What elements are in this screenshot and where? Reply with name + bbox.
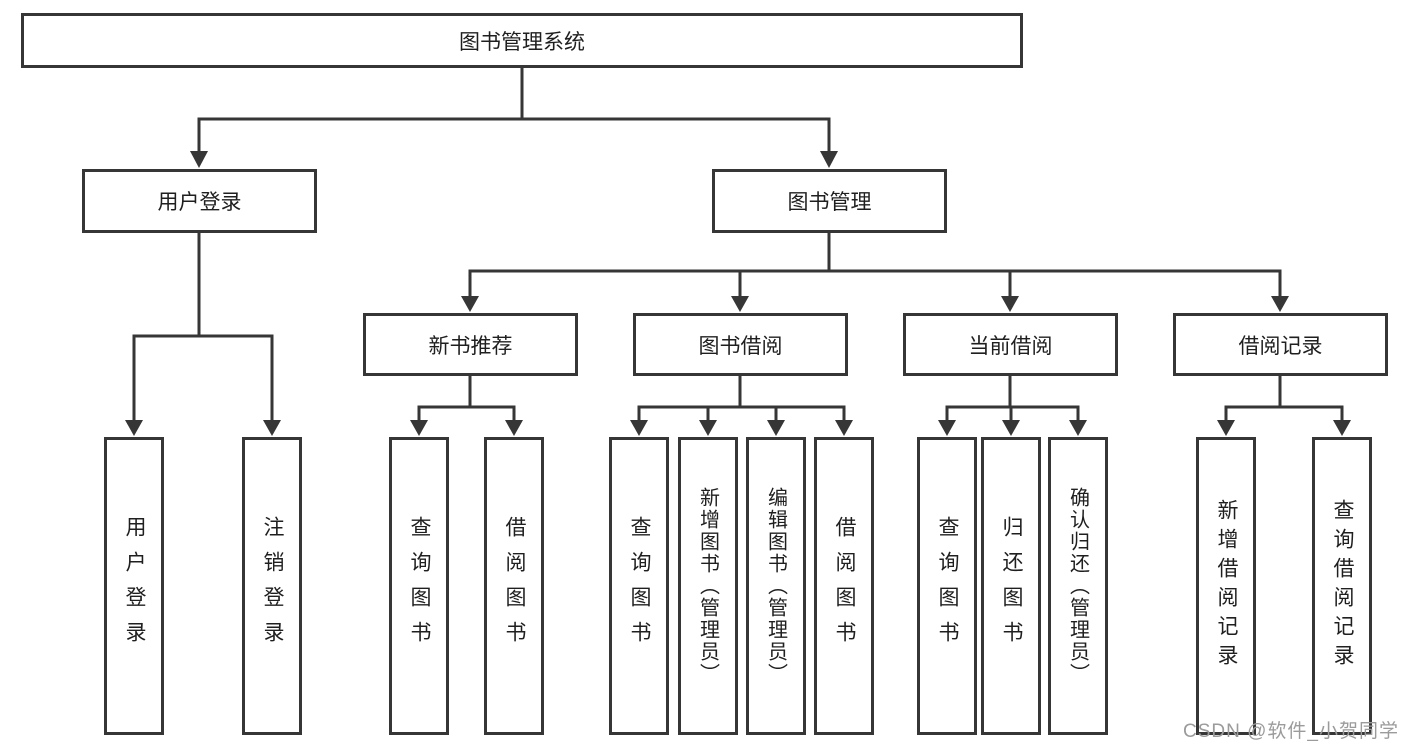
- leaf-label: 编辑图书（管理员）: [764, 487, 787, 685]
- leaf-return-book: 归还图书: [981, 437, 1041, 735]
- node-book-borrow: 图书借阅: [633, 313, 848, 376]
- leaf-label: 查询借阅记录: [1331, 499, 1354, 673]
- leaf-query-borrow-record: 查询借阅记录: [1312, 437, 1372, 735]
- leaf-label: 新增借阅记录: [1215, 499, 1238, 673]
- leaf-label: 用户登录: [123, 516, 146, 656]
- node-label: 当前借阅: [968, 334, 1053, 358]
- node-label: 图书管理系统: [459, 30, 585, 54]
- node-book-management: 图书管理: [712, 169, 947, 233]
- leaf-label: 借阅图书: [503, 516, 526, 656]
- node-current-borrow: 当前借阅: [903, 313, 1118, 376]
- leaf-user-login: 用户登录: [104, 437, 164, 735]
- node-label: 用户登录: [157, 191, 242, 214]
- leaf-label: 查询图书: [936, 516, 959, 656]
- leaf-label: 确认归还（管理员）: [1066, 487, 1089, 685]
- leaf-borrow-books: 借阅图书: [484, 437, 544, 735]
- node-user-login: 用户登录: [82, 169, 317, 233]
- leaf-query-books: 查询图书: [609, 437, 669, 735]
- node-label: 新书推荐: [428, 334, 513, 358]
- leaf-label: 注销登录: [261, 516, 284, 656]
- leaf-borrow-books: 借阅图书: [814, 437, 874, 735]
- leaf-label: 查询图书: [628, 516, 651, 656]
- leaf-confirm-return-admin: 确认归还（管理员）: [1048, 437, 1108, 735]
- node-borrow-records: 借阅记录: [1173, 313, 1388, 376]
- node-label: 借阅记录: [1238, 334, 1323, 358]
- node-label: 图书借阅: [698, 334, 783, 358]
- leaf-label: 归还图书: [1000, 516, 1023, 656]
- leaf-label: 借阅图书: [833, 516, 856, 656]
- leaf-query-books: 查询图书: [389, 437, 449, 735]
- node-library-management-system: 图书管理系统: [21, 13, 1023, 68]
- leaf-logout: 注销登录: [242, 437, 302, 735]
- csdn-watermark: CSDN @软件_小贺同学: [1183, 721, 1399, 742]
- leaf-label: 新增图书（管理员）: [696, 487, 719, 685]
- leaf-label: 查询图书: [408, 516, 431, 656]
- leaf-query-books: 查询图书: [917, 437, 977, 735]
- node-new-book-recommend: 新书推荐: [363, 313, 578, 376]
- leaf-add-borrow-record: 新增借阅记录: [1196, 437, 1256, 735]
- leaf-add-book-admin: 新增图书（管理员）: [678, 437, 738, 735]
- leaf-edit-book-admin: 编辑图书（管理员）: [746, 437, 806, 735]
- node-label: 图书管理: [787, 191, 872, 214]
